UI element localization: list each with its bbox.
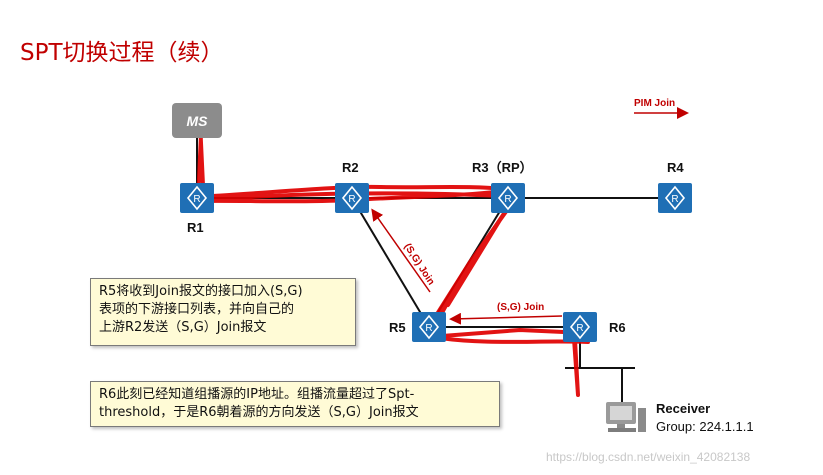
- note-r6-behavior: R6此刻已经知道组播源的IP地址。组播流量超过了Spt- threshold，于…: [90, 381, 500, 427]
- join-label-r6-r5: (S,G) Join: [497, 302, 544, 313]
- router-icon: [657, 182, 693, 214]
- router-label-r4: R4: [667, 160, 684, 175]
- receiver-pc-icon: [606, 402, 646, 432]
- note-r5-behavior: R5将收到Join报文的接口加入(S,G) 表项的下游接口列表，并向自己的 上游…: [90, 278, 356, 346]
- topology-links: [196, 128, 675, 402]
- join-label-r5-r2: (S,G) Join: [401, 242, 436, 288]
- note2-line: R6此刻已经知道组播源的IP地址。组播流量超过了Spt-: [99, 387, 415, 402]
- router-r3: R3（RP）: [472, 160, 533, 214]
- router-icon: [411, 311, 447, 343]
- router-icon: [334, 182, 370, 214]
- link-r2-r5: [351, 197, 430, 328]
- router-r5: R5: [389, 311, 447, 343]
- receiver-title: Receiver: [656, 401, 711, 416]
- router-label-r5: R5: [389, 320, 406, 335]
- note1-line: R5将收到Join报文的接口加入(S,G): [99, 284, 303, 299]
- router-icon: [562, 311, 598, 343]
- note1-line: 上游R2发送（S,G）Join报文: [99, 320, 267, 335]
- router-label-r6: R6: [609, 320, 626, 335]
- page-title: SPT切换过程（续）: [20, 40, 224, 66]
- note2-line: threshold，于是R6朝着源的方向发送（S,G）Join报文: [99, 405, 419, 420]
- join-arrow-r6-r5: [449, 312, 563, 325]
- watermark: https://blog.csdn.net/weixin_42082138: [546, 450, 751, 464]
- router-r4: R4: [657, 160, 693, 214]
- source-label: MS: [187, 113, 209, 129]
- router-icon: [490, 182, 526, 214]
- router-r6: R6: [562, 311, 626, 343]
- router-label-r3: R3（RP）: [472, 160, 533, 175]
- router-icon: [179, 182, 215, 214]
- router-r2: R2: [334, 160, 370, 214]
- note1-line: 表项的下游接口列表，并向自己的: [99, 302, 295, 317]
- legend-label: PIM Join: [634, 98, 675, 109]
- receiver-group: Group: 224.1.1.1: [656, 419, 754, 434]
- router-label-r1: R1: [187, 220, 204, 235]
- multicast-source: MS: [172, 103, 222, 138]
- router-r1: R1: [179, 182, 215, 235]
- join-arrow-r5-r2: [371, 208, 431, 293]
- router-label-r2: R2: [342, 160, 359, 175]
